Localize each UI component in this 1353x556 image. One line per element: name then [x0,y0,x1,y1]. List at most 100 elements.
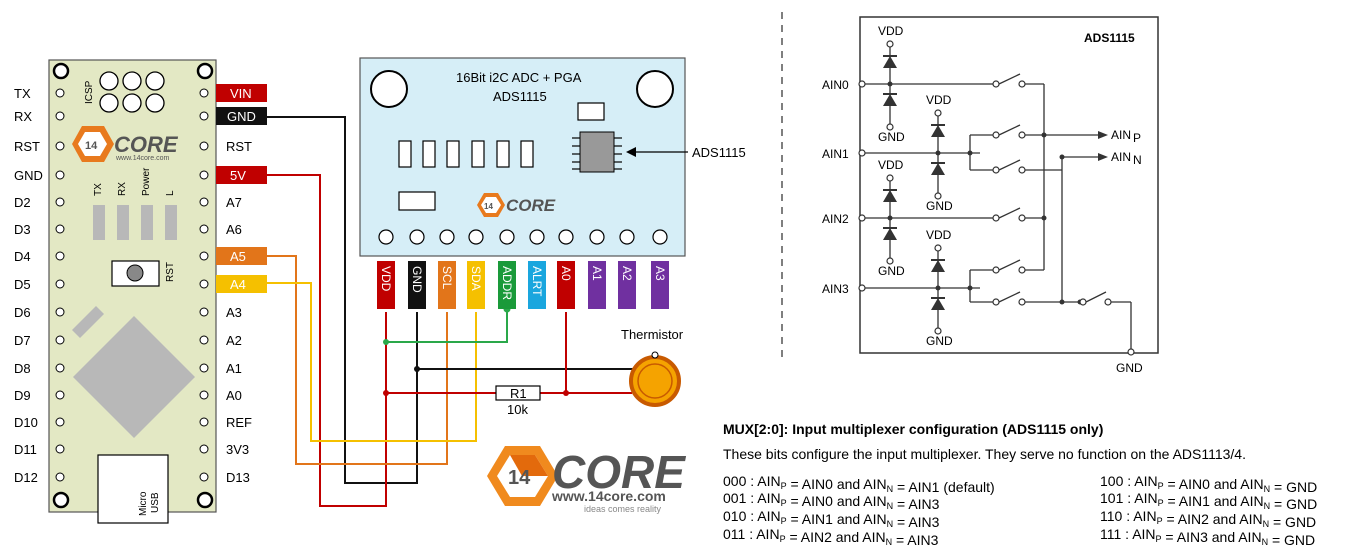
pin-header-5v [216,166,267,184]
usb-label-2: USB [150,492,161,513]
icsp-header: ICSP [84,71,165,113]
mux-chip-label: ADS1115 [1084,31,1135,45]
adc-pin-header-a3 [651,261,669,309]
right-pin-label-a2: A2 [226,333,242,348]
pin-hole-icon [55,335,65,345]
pin-hole-icon [55,279,65,289]
pin-header-gnd [216,107,267,125]
adc-pin-hole-icon [529,229,545,245]
mux-table-description: These bits configure the input multiplex… [723,446,1246,462]
rst-label: RST [165,262,176,282]
thermistor: Thermistor [621,327,684,407]
pin-hole-icon [199,444,209,454]
pin-hole-icon [55,390,65,400]
left-pin-label-rst: RST [14,139,40,154]
pin-header-a5 [216,247,267,265]
left-pin-label-d4: D4 [14,249,31,264]
icsp-label: ICSP [84,80,95,104]
chip-callout: ADS1115 [692,145,746,160]
resistor-value: 10k [507,402,528,417]
reset-button[interactable]: RST [111,260,176,287]
mux-input-label-ain3: AIN3 [822,282,849,296]
pin-hole-icon [199,141,209,151]
adc-logo-num: 14 [484,202,493,211]
mux-row-right: 101 : AINP = AIN1 and AINN = GND [1100,490,1317,512]
mount-hole-icon [196,491,214,509]
pin-hole-icon [199,251,209,261]
logo-tagline: ideas comes reality [584,504,662,514]
right-pin-label-a5: A5 [230,249,246,264]
led-tx [93,205,105,240]
right-pin-label-a0: A0 [226,388,242,403]
adc-pin-header-a1 [588,261,606,309]
adc-pin-label-a1: A1 [590,266,604,281]
adc-board-logo: 14 CORE [477,193,556,217]
usb-label-1: Micro [138,491,149,516]
adc-pin-header-gnd [408,261,426,309]
adc-pin-hole-icon [652,229,668,245]
led-l [165,205,177,240]
right-pin-label-a4: A4 [230,277,246,292]
pin-hole-icon [55,197,65,207]
left-pin-label-d9: D9 [14,388,31,403]
wires [267,116,656,507]
pin-hole-icon [199,307,209,317]
mux-row-left: 001 : AINP = AIN0 and AINN = AIN3 [723,490,940,512]
resistor-r1: R1 10k [495,385,541,417]
mount-hole-icon [52,62,70,80]
mux-vdd-label: VDD [926,228,952,242]
led-label-l: L [165,190,176,196]
led-label-tx: TX [93,183,104,196]
mux-vdd-label: VDD [878,158,904,172]
left-pin-label-gnd: GND [14,168,43,183]
mux-input-label-ain2: AIN2 [822,212,849,226]
pin-header-vin [216,84,267,102]
arduino-nano-board: ICSP 14 CORE www.14core.com TX RX Power … [48,59,217,524]
left-pin-label-d10: D10 [14,415,38,430]
pin-hole-icon [199,417,209,427]
left-pin-label-d11: D11 [14,442,37,457]
adc-pin-header-vdd [377,261,395,309]
logo-url: www.14core.com [551,488,666,504]
adc-pin-label-sda: SDA [469,266,483,291]
pin-hole-icon [55,363,65,373]
mux-config-table: MUX[2:0]: Input multiplexer configuratio… [723,421,1317,548]
mux-gnd-label: GND [878,264,905,278]
adc-pin-hole-icon [439,229,455,245]
adc-pin-hole-icon [468,229,484,245]
right-pin-label-rst: RST [226,139,252,154]
led-rx [117,205,129,240]
mcu-chip [73,316,195,438]
right-pin-label-a7: A7 [226,195,242,210]
adc-pin-label-alrt: ALRT [530,266,544,297]
pin-header-a4 [216,275,267,293]
mux-input-label-ain0: AIN0 [822,78,849,92]
mux-input-label-ain1: AIN1 [822,147,849,161]
pin-hole-icon [199,335,209,345]
adc-pin-label-scl: SCL [440,266,454,290]
mux-row-right: 100 : AINP = AIN0 and AINN = GND [1100,473,1317,495]
pin-hole-icon [55,417,65,427]
pin-hole-icon [55,170,65,180]
left-pin-label-rx: RX [14,109,32,124]
mux-out-p-sub: P [1133,131,1141,145]
mux-row-left: 011 : AINP = AIN2 and AINN = AIN3 [723,526,939,548]
adc-title-2: ADS1115 [493,89,547,104]
pin-hole-icon [55,472,65,482]
left-pin-label-d3: D3 [14,222,31,237]
right-pin-label-a3: A3 [226,305,242,320]
adc-pin-hole-icon [499,229,515,245]
mux-vdd-label: VDD [878,24,904,38]
pin-hole-icon [199,390,209,400]
left-pin-label-d8: D8 [14,361,31,376]
left-pin-label-d12: D12 [14,470,38,485]
adc-pin-hole-icon [409,229,425,245]
adc-pin-hole-icon [378,229,394,245]
mux-row-left: 010 : AINP = AIN1 and AINN = AIN3 [723,508,940,530]
pin-hole-icon [199,197,209,207]
adc-pin-label-addr: ADDR [500,266,514,300]
